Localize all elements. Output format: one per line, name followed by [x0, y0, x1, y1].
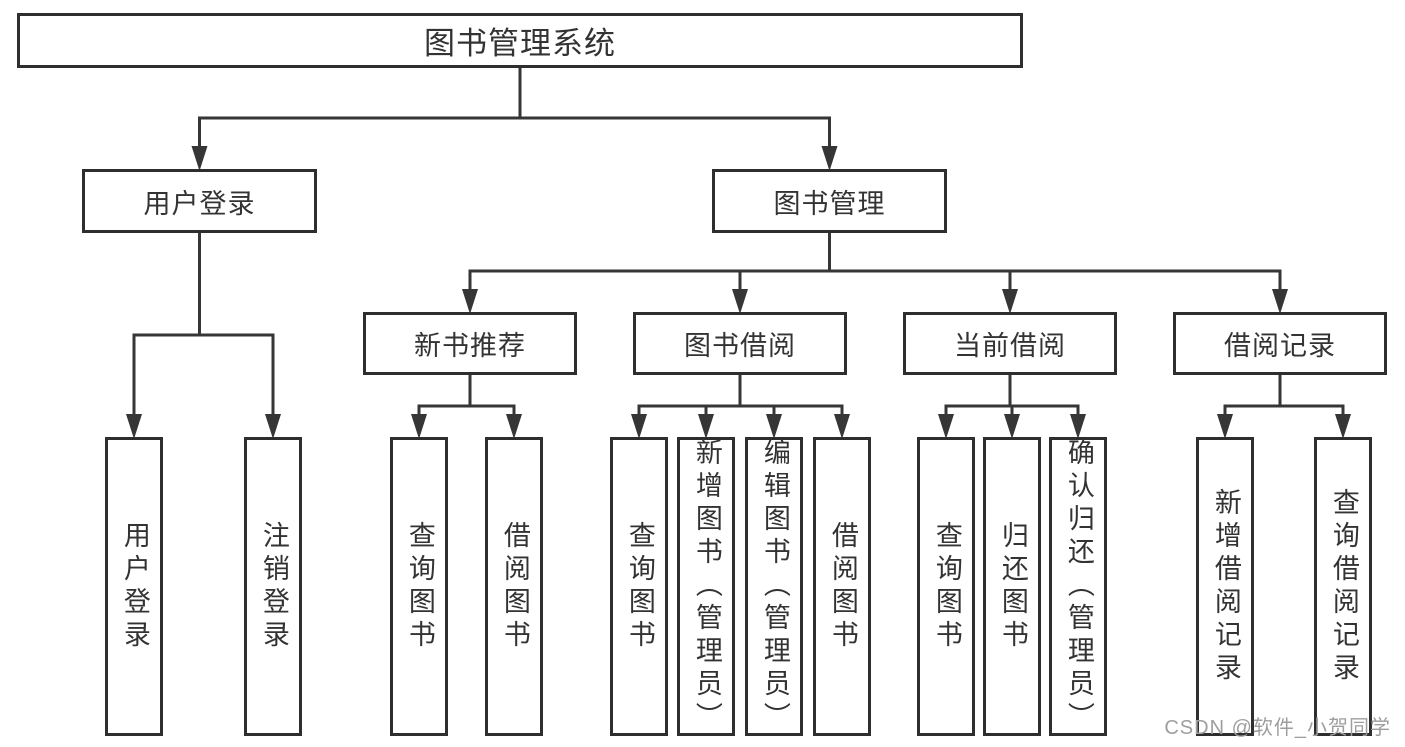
node-label: 新增借阅记录	[1210, 487, 1241, 686]
node-label: 归还图书	[997, 520, 1028, 653]
node-label: 查询图书	[931, 520, 962, 653]
diagram-node-borrow-records: 借阅记录	[1173, 312, 1387, 375]
node-label: 编辑图书（管理员）	[759, 438, 790, 735]
diagram-node-leaf-query-record: 查询借阅记录	[1314, 437, 1372, 736]
node-label: 确认归还（管理员）	[1063, 438, 1094, 735]
diagram-node-leaf-query-book-1: 查询图书	[390, 437, 448, 736]
arrowhead-icon	[834, 414, 850, 439]
arrowhead-icon	[506, 414, 522, 439]
diagram-node-new-book-rec: 新书推荐	[363, 312, 577, 375]
node-label: 图书管理系统	[424, 26, 616, 61]
diagram-node-leaf-query-book-3: 查询图书	[917, 437, 975, 736]
diagram-node-leaf-borrow-book-2: 借阅图书	[813, 437, 871, 736]
watermark: CSDN @软件_小贺同学	[1164, 717, 1391, 739]
node-label: 查询借阅记录	[1328, 487, 1359, 686]
diagram-node-leaf-borrow-book-1: 借阅图书	[485, 437, 543, 736]
diagram-node-book-borrow: 图书借阅	[633, 312, 847, 375]
arrowhead-icon	[732, 289, 748, 314]
arrowhead-icon	[698, 414, 714, 439]
diagram-node-leaf-edit-book: 编辑图书（管理员）	[745, 437, 803, 736]
diagram-node-current-borrow: 当前借阅	[903, 312, 1117, 375]
arrowhead-icon	[1002, 289, 1018, 314]
arrowhead-icon	[1070, 414, 1086, 439]
diagram-node-user-login: 用户登录	[82, 169, 317, 233]
diagram-node-root: 图书管理系统	[17, 13, 1023, 68]
diagram-node-leaf-query-book-2: 查询图书	[610, 437, 668, 736]
diagram-node-leaf-user-login: 用户登录	[105, 437, 163, 736]
node-label: 新书推荐	[414, 331, 526, 361]
node-label: 借阅记录	[1224, 331, 1336, 361]
node-label: 图书管理	[773, 188, 886, 219]
diagram-node-leaf-confirm-return: 确认归还（管理员）	[1049, 437, 1107, 736]
arrowhead-icon	[631, 414, 647, 439]
node-label: 新增图书（管理员）	[691, 438, 722, 735]
arrowhead-icon	[126, 414, 142, 439]
node-label: 借阅图书	[499, 520, 530, 653]
diagram-node-leaf-add-record: 新增借阅记录	[1196, 437, 1254, 736]
node-label: 图书借阅	[684, 331, 796, 361]
arrowhead-icon	[766, 414, 782, 439]
arrowhead-icon	[462, 289, 478, 314]
diagram-node-leaf-add-book: 新增图书（管理员）	[677, 437, 735, 736]
node-label: 查询图书	[624, 520, 655, 653]
node-label: 用户登录	[119, 520, 150, 653]
node-label: 用户登录	[143, 188, 256, 219]
diagram-node-leaf-return-book: 归还图书	[983, 437, 1041, 736]
diagram-node-leaf-logout: 注销登录	[244, 437, 302, 736]
arrowhead-icon	[411, 414, 427, 439]
arrowhead-icon	[1217, 414, 1233, 439]
arrowhead-icon	[265, 414, 281, 439]
node-label: 查询图书	[404, 520, 435, 653]
arrowhead-icon	[938, 414, 954, 439]
arrowhead-icon	[191, 146, 208, 171]
node-label: 借阅图书	[827, 520, 858, 653]
node-label: 注销登录	[258, 520, 289, 653]
arrowhead-icon	[1272, 289, 1288, 314]
diagram-node-book-mgmt: 图书管理	[712, 169, 947, 233]
arrowhead-icon	[1335, 414, 1351, 439]
arrowhead-icon	[821, 146, 838, 171]
arrowhead-icon	[1004, 414, 1020, 439]
node-label: 当前借阅	[954, 331, 1066, 361]
